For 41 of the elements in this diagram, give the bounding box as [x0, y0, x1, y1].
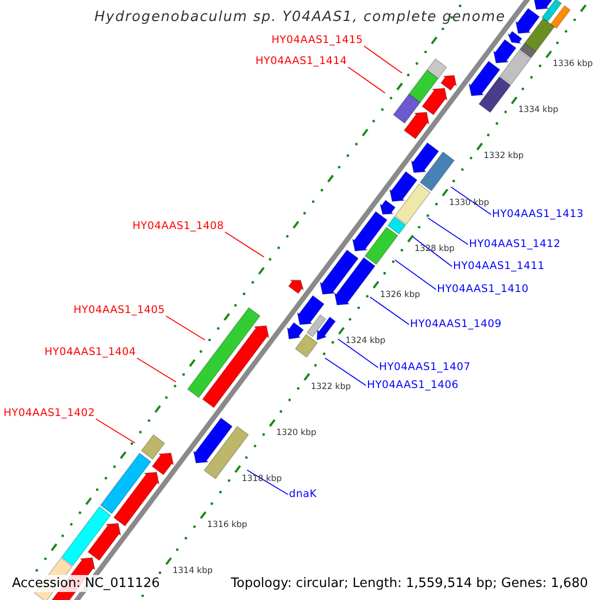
leader-line — [364, 46, 402, 74]
leader-line — [348, 66, 386, 94]
leader-line — [96, 418, 136, 444]
gene-label: HY04AAS1_1415 — [271, 34, 363, 47]
gene-label: HY04AAS1_1413 — [492, 208, 584, 221]
leader-line — [450, 186, 492, 215]
scale-label: 1336 kbp — [552, 59, 593, 70]
leader-line — [338, 338, 378, 368]
scale-label: 1314 kbp — [172, 566, 213, 576]
scale-label: 1326 kbp — [380, 290, 420, 300]
footer-text: Accession: NC_011126 — [10, 575, 162, 592]
scale-label: 1334 kbp — [518, 105, 558, 116]
leader-line — [166, 316, 206, 340]
scale-label: 1316 kbp — [207, 520, 248, 530]
gene-label: HY04AAS1_1409 — [410, 318, 502, 331]
leader-line — [224, 232, 264, 258]
gene-label: HY04AAS1_1407 — [379, 361, 471, 374]
gene-label: HY04AAS1_1406 — [367, 379, 459, 392]
scale-label: 1320 kbp — [276, 428, 316, 438]
footer-text: Topology: circular; Length: 1,559,514 bp; Genes: 1,680 — [228, 575, 590, 592]
leader-line — [394, 260, 436, 290]
gene-label: HY04AAS1_1402 — [3, 407, 95, 420]
leader-line — [428, 218, 468, 245]
scale-label: 1332 kbp — [484, 151, 524, 162]
scale-label: 1330 kbp — [449, 198, 490, 208]
title: Hydrogenobaculum sp. Y04AAS1, complete genome — [93, 9, 507, 25]
gene-label: HY04AAS1_1408 — [132, 220, 224, 233]
gene-label: HY04AAS1_1405 — [73, 304, 165, 317]
gene-label: HY04AAS1_1411 — [453, 260, 545, 273]
gene-label: HY04AAS1_1414 — [255, 55, 347, 68]
gene-label: dnaK — [289, 488, 317, 501]
scale-label: 1322 kbp — [310, 382, 351, 392]
leader-line — [324, 358, 366, 386]
gene-label: HY04AAS1_1412 — [469, 238, 561, 251]
gene-label: HY04AAS1_1404 — [44, 346, 136, 359]
gene-label: HY04AAS1_1410 — [437, 283, 529, 296]
leader-line — [370, 296, 410, 325]
scale-label: 1318 kbp — [242, 474, 282, 484]
leader-line — [136, 358, 176, 382]
leader-line — [246, 470, 288, 495]
scale-label: 1324 kbp — [345, 336, 386, 346]
